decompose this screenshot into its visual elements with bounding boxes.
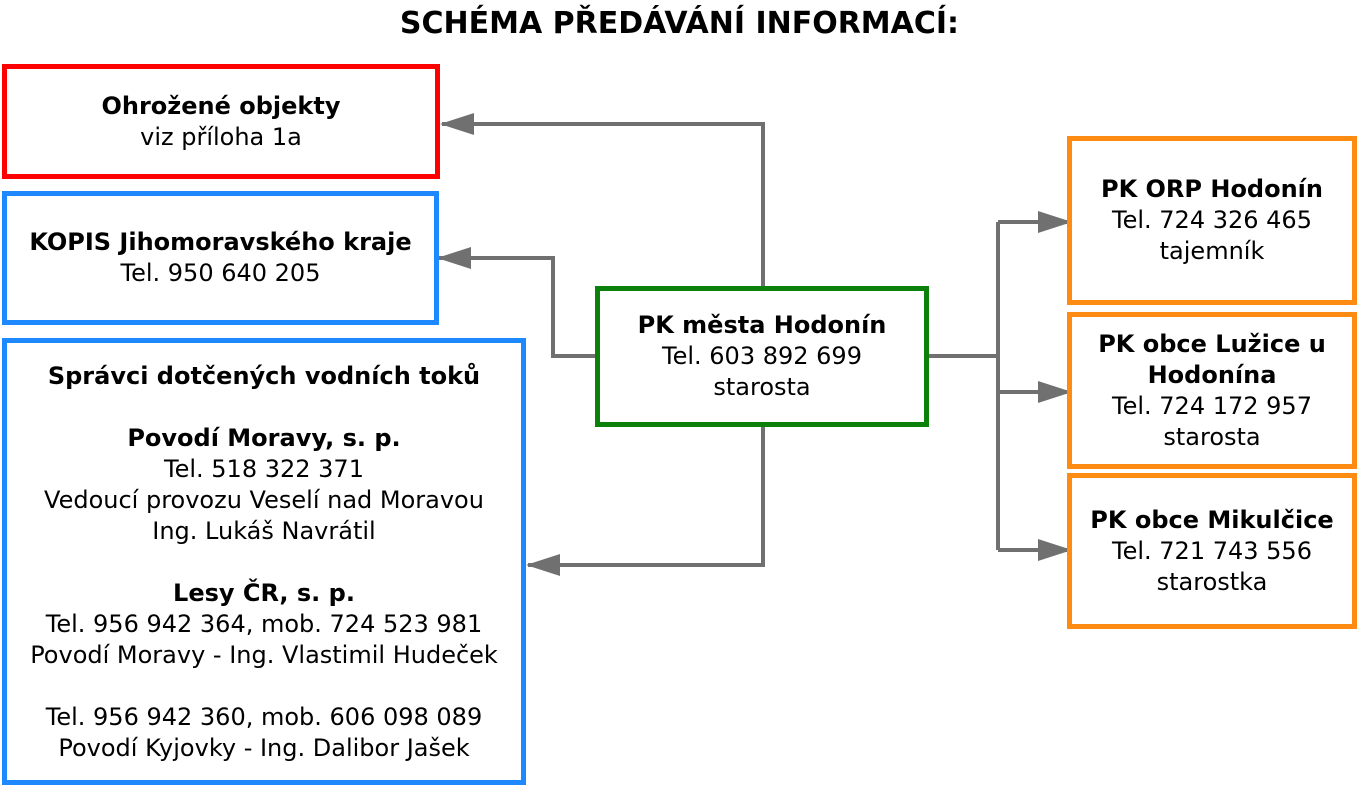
arrow-to-threatened-objects — [440, 113, 765, 288]
luzice-title-line2: Hodonína — [1147, 360, 1277, 389]
arrow-to-kopis — [437, 247, 597, 358]
lesy-name: Lesy ČR, s. p. — [173, 579, 355, 607]
orp-title: PK ORP Hodonín — [1100, 175, 1323, 203]
trunk-right — [929, 222, 1000, 550]
arrow-to-water-managers — [526, 425, 765, 576]
orp-phone: Tel. 724 326 465 — [1112, 206, 1312, 234]
lesy-person2: Povodí Kyjovky - Ing. Dalibor Jašek — [58, 734, 470, 762]
luzice-box: PK obce Lužice u Hodonína Tel. 724 172 9… — [1067, 312, 1357, 469]
center-title: PK města Hodonín — [637, 311, 887, 339]
luzice-title-line1: PK obce Lužice u — [1098, 329, 1326, 358]
luzice-phone: Tel. 724 172 957 — [1112, 391, 1312, 420]
kopis-title: KOPIS Jihomoravského kraje — [29, 228, 412, 256]
povodi-person: Ing. Lukáš Navrátil — [152, 517, 376, 545]
povodi-phone: Tel. 518 322 371 — [164, 455, 364, 483]
orp-box: PK ORP Hodonín Tel. 724 326 465 tajemník — [1067, 136, 1357, 305]
kopis-phone: Tel. 950 640 205 — [120, 259, 321, 287]
center-role: starosta — [713, 373, 811, 401]
povodi-name: Povodí Moravy, s. p. — [127, 424, 401, 452]
water-managers-title: Správci dotčených vodních toků — [47, 362, 481, 390]
mikulcice-title: PK obce Mikulčice — [1090, 505, 1334, 534]
water-managers-box: Správci dotčených vodních toků Povodí Mo… — [2, 338, 526, 785]
mikulcice-box: PK obce Mikulčice Tel. 721 743 556 staro… — [1067, 473, 1357, 629]
mikulcice-phone: Tel. 721 743 556 — [1112, 536, 1312, 565]
threatened-objects-box: Ohrožené objekty viz příloha 1a — [2, 64, 440, 179]
center-phone: Tel. 603 892 699 — [662, 342, 862, 370]
threatened-objects-title: Ohrožené objekty — [101, 91, 341, 120]
lesy-phone2: Tel. 956 942 360, mob. 606 098 089 — [45, 703, 483, 731]
kopis-box: KOPIS Jihomoravského kraje Tel. 950 640 … — [2, 191, 439, 325]
mikulcice-role: starostka — [1156, 567, 1268, 596]
luzice-role: starosta — [1163, 422, 1261, 451]
povodi-role: Vedoucí provozu Veselí nad Moravou — [44, 486, 484, 514]
page-title: SCHÉMA PŘEDÁVÁNÍ INFORMACÍ: — [399, 6, 960, 41]
threatened-objects-line: viz příloha 1a — [140, 122, 302, 151]
lesy-person: Povodí Moravy - Ing. Vlastimil Hudeček — [30, 641, 498, 669]
lesy-phone: Tel. 956 942 364, mob. 724 523 981 — [45, 610, 483, 638]
center-box: PK města Hodonín Tel. 603 892 699 staros… — [595, 286, 929, 427]
orp-role: tajemník — [1159, 237, 1265, 265]
